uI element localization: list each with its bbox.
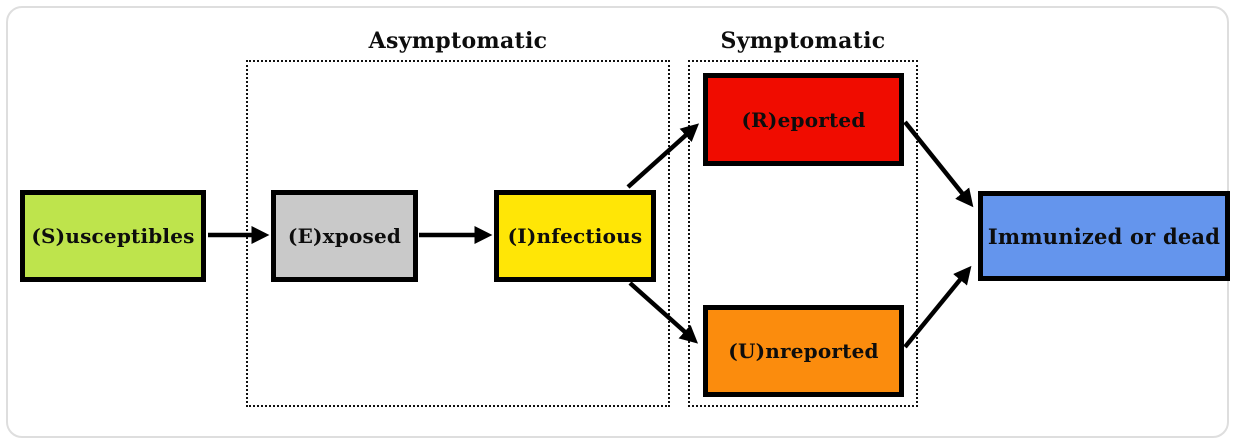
region-label-symptomatic: Symptomatic: [720, 28, 886, 54]
node-infectious: (I)nfectious: [494, 190, 656, 282]
node-unreported: (U)nreported: [703, 305, 904, 397]
node-immunized-or-dead: Immunized or dead: [978, 191, 1230, 281]
node-exposed: (E)xposed: [271, 190, 418, 282]
node-susceptibles: (S)usceptibles: [20, 190, 206, 282]
region-symptomatic-box: [688, 60, 918, 407]
node-reported: (R)eported: [703, 73, 904, 166]
region-label-asymptomatic: Asymptomatic: [368, 28, 548, 54]
